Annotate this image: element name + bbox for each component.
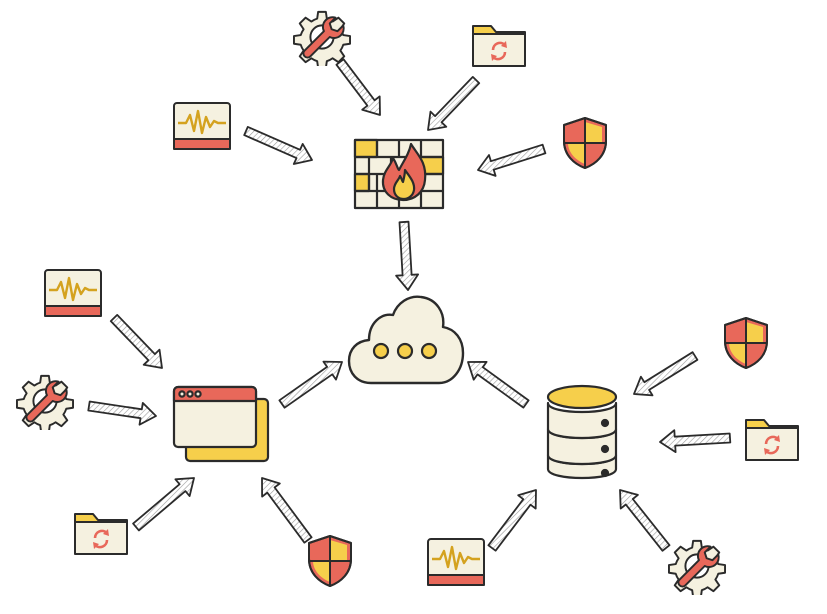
browser-window-icon <box>172 385 270 463</box>
shield-icon <box>724 317 768 369</box>
arrow-8 <box>132 477 195 532</box>
arrow-15 <box>467 360 530 409</box>
gear-wrench-icon <box>293 10 351 66</box>
monitor-pulse-icon <box>426 537 486 587</box>
monitor-pulse-icon <box>172 101 232 151</box>
arrow-9 <box>261 477 313 544</box>
gear-wrench-icon <box>668 539 726 595</box>
arrow-5 <box>395 220 420 291</box>
arrow-1 <box>335 58 381 116</box>
arrow-6 <box>109 313 163 369</box>
folder-sync-icon <box>471 24 527 68</box>
cloud-icon <box>347 295 465 385</box>
arrow-11 <box>633 351 699 397</box>
firewall-icon <box>353 138 445 210</box>
shield-icon <box>563 117 607 169</box>
gear-wrench-icon <box>16 374 74 430</box>
database-icon <box>546 384 618 480</box>
arrow-14 <box>619 489 671 552</box>
arrow-13 <box>487 489 537 552</box>
shield-icon <box>308 535 352 587</box>
arrow-3 <box>243 126 313 165</box>
arrow-12 <box>659 429 732 454</box>
arrow-10 <box>278 360 343 409</box>
monitor-pulse-icon <box>43 268 103 318</box>
folder-sync-icon <box>744 418 800 462</box>
connector-arrows <box>87 58 732 552</box>
arrow-4 <box>477 143 547 177</box>
arrow-7 <box>87 400 157 426</box>
folder-sync-icon <box>73 512 129 556</box>
arrow-2 <box>427 76 481 131</box>
